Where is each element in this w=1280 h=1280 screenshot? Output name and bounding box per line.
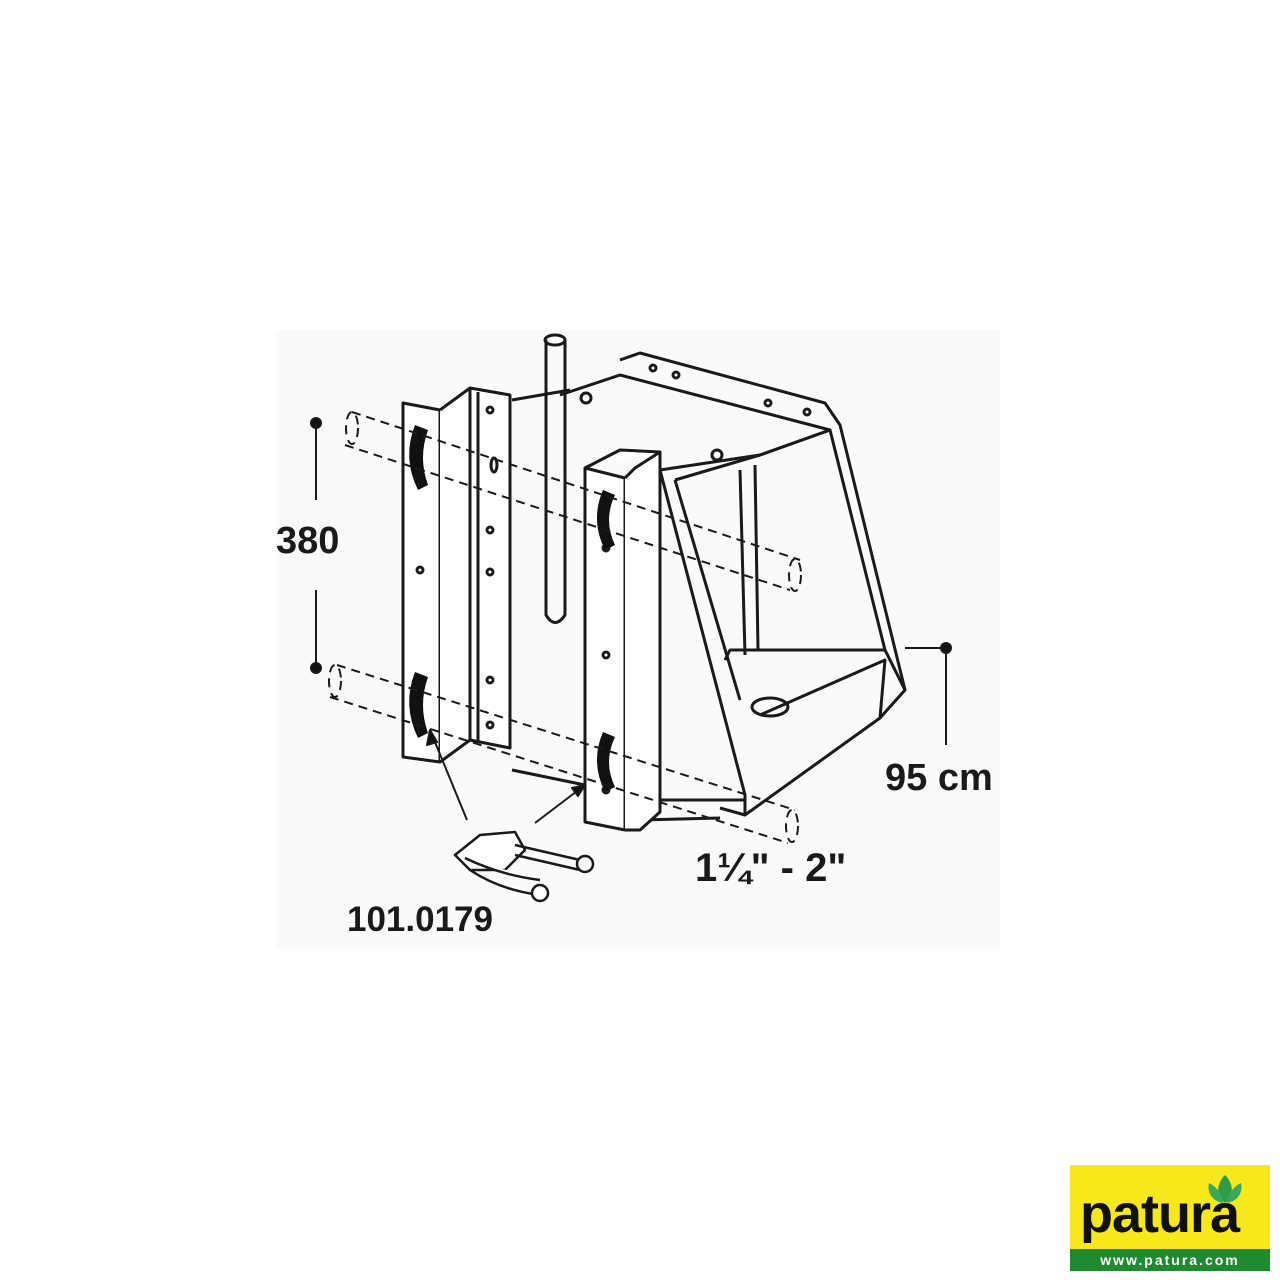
height-label: 95 cm — [885, 757, 993, 799]
left-plate — [401, 386, 512, 764]
pipe-diameter-label: 1¼" - 2" — [695, 846, 847, 890]
part-number-label: 101.0179 — [347, 900, 493, 939]
u-bolt-kit — [453, 830, 595, 903]
patura-logo: patura www.patura.com — [1070, 1165, 1270, 1271]
frame — [511, 351, 907, 822]
height-spacing-label: 380 — [276, 520, 340, 562]
logo-wordmark: patura — [1080, 1184, 1240, 1244]
leaf-icon — [1208, 1175, 1242, 1203]
right-plate — [583, 448, 662, 832]
pole — [543, 333, 567, 624]
dimension-lines — [310, 417, 952, 824]
pipes — [328, 411, 802, 844]
pipe-clamps — [409, 425, 615, 792]
logo-url: www.patura.com — [1070, 1249, 1270, 1271]
